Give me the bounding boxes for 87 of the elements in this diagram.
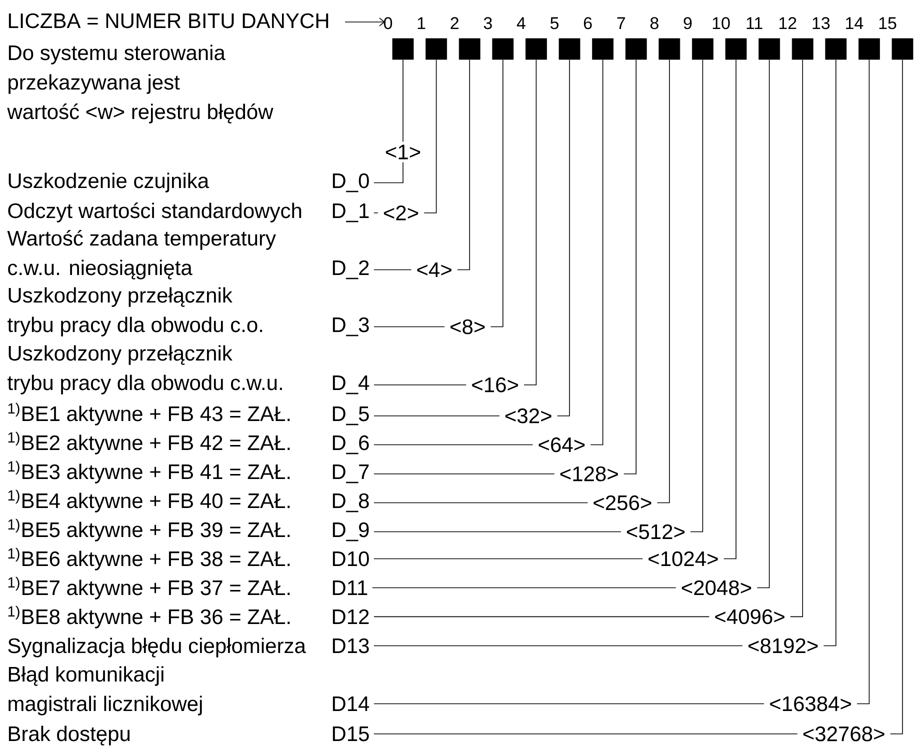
description-text: Brak dostępu xyxy=(8,726,130,746)
value-label: <16> xyxy=(466,372,524,398)
value-label: <4> xyxy=(411,258,458,282)
bit-number: 8 xyxy=(650,17,658,30)
bit-square xyxy=(558,38,580,60)
bit-number: 7 xyxy=(617,17,625,29)
value-label: <2> xyxy=(378,200,424,226)
description-text: Wartość zadana temperatury c.w.u. nieosiągnięta xyxy=(7,230,276,280)
bit-code: D_1 xyxy=(332,204,369,222)
bit-square xyxy=(625,38,647,60)
description-text: Uszkodzenie czujnika xyxy=(8,172,210,192)
bit-square xyxy=(492,38,514,60)
bit-square xyxy=(725,38,747,60)
description-text: $^{1)}$BE1 aktywne + FB 43 = ZAŁ. xyxy=(8,402,290,426)
description-text: $^{1)}$BE8 aktywne + FB 36 = ZAŁ. xyxy=(8,606,290,628)
bit-square xyxy=(426,38,447,60)
bit-square xyxy=(658,38,680,60)
bit-number: 14 xyxy=(846,17,864,29)
bit-number: 0 xyxy=(384,17,392,30)
bit-number: 3 xyxy=(484,17,492,30)
value-label: <1024> xyxy=(642,546,724,572)
bit-square xyxy=(825,38,847,60)
bit-code: D10 xyxy=(332,551,369,566)
bit-code: D_4 xyxy=(332,376,370,394)
bit-code: D_9 xyxy=(332,522,369,542)
bit-number: 9 xyxy=(684,17,692,30)
bit-code: D12 xyxy=(332,609,369,624)
description-text: Sygnalizacja błędu ciepłomierza xyxy=(8,638,306,658)
bit-square xyxy=(458,38,480,60)
bit-code: D_6 xyxy=(332,435,369,454)
value-label: <8> xyxy=(444,314,491,340)
bit-square xyxy=(858,38,880,60)
connector-line xyxy=(374,59,570,416)
description-text: $^{1)}$BE5 aktywne + FB 39 = ZAŁ. xyxy=(8,518,290,542)
bit-number: 13 xyxy=(812,17,830,30)
bit-number: 4 xyxy=(516,17,526,29)
value-label: <512> xyxy=(620,519,690,544)
connector-line xyxy=(374,59,604,446)
bit-square xyxy=(592,38,614,60)
bit-square xyxy=(892,38,914,60)
bit-square xyxy=(792,38,814,60)
bit-square xyxy=(758,38,780,60)
value-label: <64> xyxy=(532,432,591,458)
bit-number: 15 xyxy=(879,17,896,30)
bit-square xyxy=(526,38,547,60)
bit-square xyxy=(392,38,414,60)
bit-code: D_8 xyxy=(332,493,369,512)
bit-code: D_2 xyxy=(332,260,369,280)
bit-code: D_7 xyxy=(332,464,369,484)
description-text: $^{1)}$BE4 aktywne + FB 40 = ZAŁ. xyxy=(8,490,290,512)
description-text: $^{1)}$BE3 aktywne + FB 41 = ZAŁ. xyxy=(8,460,290,484)
bit-number: 12 xyxy=(779,17,796,29)
bit-number: 6 xyxy=(584,17,592,30)
bit-number: 5 xyxy=(550,17,559,30)
value-label: <2048> xyxy=(676,575,758,600)
bit-code: D15 xyxy=(332,726,369,742)
value-label: <8192> xyxy=(742,633,824,658)
connector-line xyxy=(374,59,504,328)
bit-square xyxy=(692,38,714,60)
bit-code: D_5 xyxy=(332,406,369,426)
connector-line xyxy=(374,59,636,474)
value-label: <16384> xyxy=(764,691,857,716)
bit-code: D_0 xyxy=(332,173,369,192)
value-label: <256> xyxy=(588,490,658,516)
value-label: <1> xyxy=(382,142,424,162)
description-text: Błąd komunikacji magistrali licznikowej xyxy=(8,666,202,716)
bit-code: D14 xyxy=(332,696,370,711)
value-label: <128> xyxy=(554,461,624,486)
bit-code: D11 xyxy=(332,580,368,595)
bit-number: 1 xyxy=(418,17,426,29)
bit-code: D13 xyxy=(332,638,369,654)
description-text: Uszkodzony przełącznik trybu pracy dla obwodu c.w.u. xyxy=(8,345,282,394)
description-text: $^{1)}$BE7 aktywne + FB 37 = ZAŁ. xyxy=(8,576,290,600)
bit-number: 11 xyxy=(746,17,762,29)
heading-text: LICZBA = NUMER BITU DANYCH xyxy=(8,13,328,28)
description-text: $^{1)}$BE6 aktywne + FB 38 = ZAŁ. xyxy=(8,548,290,570)
description-text: $^{1)}$BE2 aktywne + FB 42 = ZAŁ. xyxy=(8,432,290,454)
description-text: Uszkodzony przełącznik trybu pracy dla obwodu c.o. xyxy=(8,287,262,336)
bit-number: 10 xyxy=(712,17,730,30)
description-text: Odczyt wartości standardowych xyxy=(8,202,302,222)
note-text: Do systemu sterowania przekazywana jest wartość <w> rejestru błędów xyxy=(7,44,274,124)
value-label: <32768> xyxy=(797,721,890,746)
bit-code: D_3 xyxy=(332,317,369,336)
value-label: <4096> xyxy=(709,604,790,630)
connector-line xyxy=(374,59,670,504)
value-label: <32> xyxy=(499,403,558,428)
bit-number: 2 xyxy=(450,17,458,29)
